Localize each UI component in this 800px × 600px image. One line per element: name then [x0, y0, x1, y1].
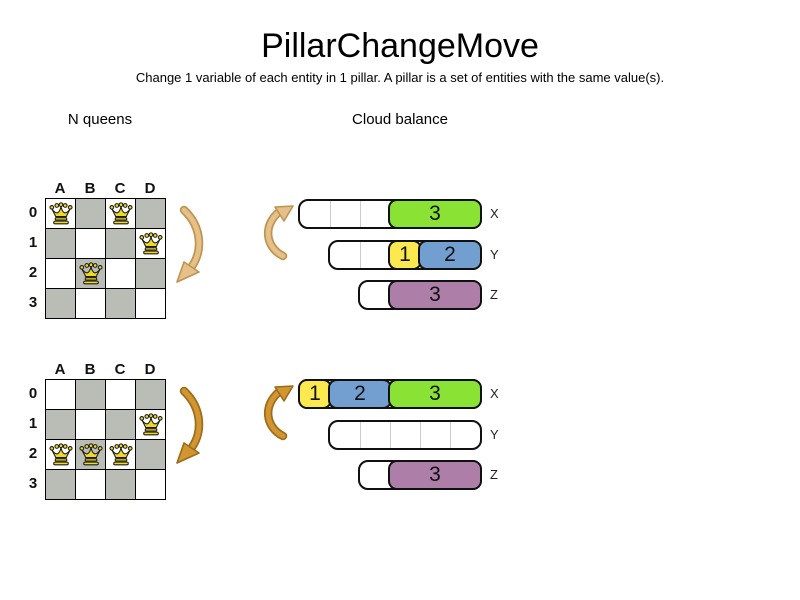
- board-before-col-label-A: A: [54, 180, 66, 197]
- board-after-cell-B3: [76, 470, 105, 499]
- queen-icon: [108, 202, 133, 225]
- board-before-cell-B0: [76, 199, 105, 228]
- process-segment-1-Y-before: 1: [388, 240, 422, 270]
- board-before-cell-B1: [76, 229, 105, 258]
- process-segment-3-X-before: 3: [388, 199, 482, 229]
- board-before-cell-C1: [106, 229, 135, 258]
- queen-icon: [138, 413, 163, 436]
- computer-label-Y-before: Y: [490, 247, 499, 262]
- capacity-tick: [360, 242, 361, 268]
- board-before-cell-C0: [106, 199, 135, 228]
- board-before-cell-B2: [76, 259, 105, 288]
- board-before-cell-B3: [76, 289, 105, 318]
- board-after-col-label-B: B: [84, 361, 96, 378]
- board-before-row-label-1: 1: [28, 234, 38, 251]
- computer-bar-X-before: 3: [298, 199, 482, 229]
- process-segment-2-X-after: 2: [328, 379, 392, 409]
- queen-icon: [78, 443, 103, 466]
- capacity-tick: [450, 422, 451, 448]
- board-after-cell-B0: [76, 380, 105, 409]
- process-segment-1-X-after: 1: [298, 379, 332, 409]
- board-before-cell-C2: [106, 259, 135, 288]
- board-after-cell-B2: [76, 440, 105, 469]
- capacity-tick: [330, 201, 331, 227]
- nqueens-board-after: [45, 379, 166, 500]
- board-before-col-label-B: B: [84, 180, 96, 197]
- queens-move-arrow-before-icon: [176, 205, 204, 283]
- page-subtitle: Change 1 variable of each entity in 1 pi…: [135, 70, 665, 85]
- queen-icon: [108, 443, 133, 466]
- process-segment-3-Z-after: 3: [388, 460, 482, 490]
- cloud-move-arrow-before-icon: [264, 205, 294, 261]
- computer-bar-Z-before: 3: [358, 280, 482, 310]
- board-before-cell-D2: [136, 259, 165, 288]
- board-before-row-label-3: 3: [28, 294, 38, 311]
- board-before-row-label-2: 2: [28, 264, 38, 281]
- capacity-tick: [360, 201, 361, 227]
- board-after-cell-A0: [46, 380, 75, 409]
- board-before-cell-D1: [136, 229, 165, 258]
- page-title: PillarChangeMove: [261, 27, 539, 65]
- board-before-cell-A3: [46, 289, 75, 318]
- process-segment-3-X-after: 3: [388, 379, 482, 409]
- board-after-cell-D0: [136, 380, 165, 409]
- board-after-cell-B1: [76, 410, 105, 439]
- board-after-cell-A1: [46, 410, 75, 439]
- board-before-cell-A0: [46, 199, 75, 228]
- board-after-cell-C3: [106, 470, 135, 499]
- board-after-row-label-0: 0: [28, 385, 38, 402]
- computer-bar-Y-after: [328, 420, 482, 450]
- board-after-row-label-3: 3: [28, 475, 38, 492]
- nqueens-section-label: N queens: [67, 111, 133, 128]
- board-before-col-label-C: C: [114, 180, 126, 197]
- board-after-row-label-1: 1: [28, 415, 38, 432]
- board-after-col-label-A: A: [54, 361, 66, 378]
- board-before-cell-D3: [136, 289, 165, 318]
- board-before-cell-A1: [46, 229, 75, 258]
- board-before-cell-A2: [46, 259, 75, 288]
- board-after-cell-D2: [136, 440, 165, 469]
- queen-icon: [78, 262, 103, 285]
- board-after-row-label-2: 2: [28, 445, 38, 462]
- computer-label-Z-before: Z: [490, 287, 498, 302]
- board-before-cell-C3: [106, 289, 135, 318]
- cloud-section-label: Cloud balance: [352, 111, 448, 128]
- board-after-cell-C2: [106, 440, 135, 469]
- computer-bar-Z-after: 3: [358, 460, 482, 490]
- board-after-cell-C0: [106, 380, 135, 409]
- board-after-cell-D1: [136, 410, 165, 439]
- capacity-tick: [420, 422, 421, 448]
- board-after-col-label-D: D: [144, 361, 156, 378]
- queen-icon: [48, 202, 73, 225]
- board-before-cell-D0: [136, 199, 165, 228]
- cloud-move-arrow-after-icon: [264, 385, 294, 441]
- board-after-cell-D3: [136, 470, 165, 499]
- board-after-col-label-C: C: [114, 361, 126, 378]
- computer-label-Z-after: Z: [490, 467, 498, 482]
- computer-label-Y-after: Y: [490, 427, 499, 442]
- nqueens-board-before: [45, 198, 166, 319]
- capacity-tick: [390, 422, 391, 448]
- process-segment-3-Z-before: 3: [388, 280, 482, 310]
- queens-move-arrow-after-icon: [176, 386, 204, 464]
- process-segment-2-Y-before: 2: [418, 240, 482, 270]
- board-after-cell-C1: [106, 410, 135, 439]
- board-after-cell-A3: [46, 470, 75, 499]
- computer-label-X-before: X: [490, 206, 499, 221]
- queen-icon: [138, 232, 163, 255]
- board-before-row-label-0: 0: [28, 204, 38, 221]
- board-before-col-label-D: D: [144, 180, 156, 197]
- queen-icon: [48, 443, 73, 466]
- board-after-cell-A2: [46, 440, 75, 469]
- capacity-tick: [360, 422, 361, 448]
- computer-label-X-after: X: [490, 386, 499, 401]
